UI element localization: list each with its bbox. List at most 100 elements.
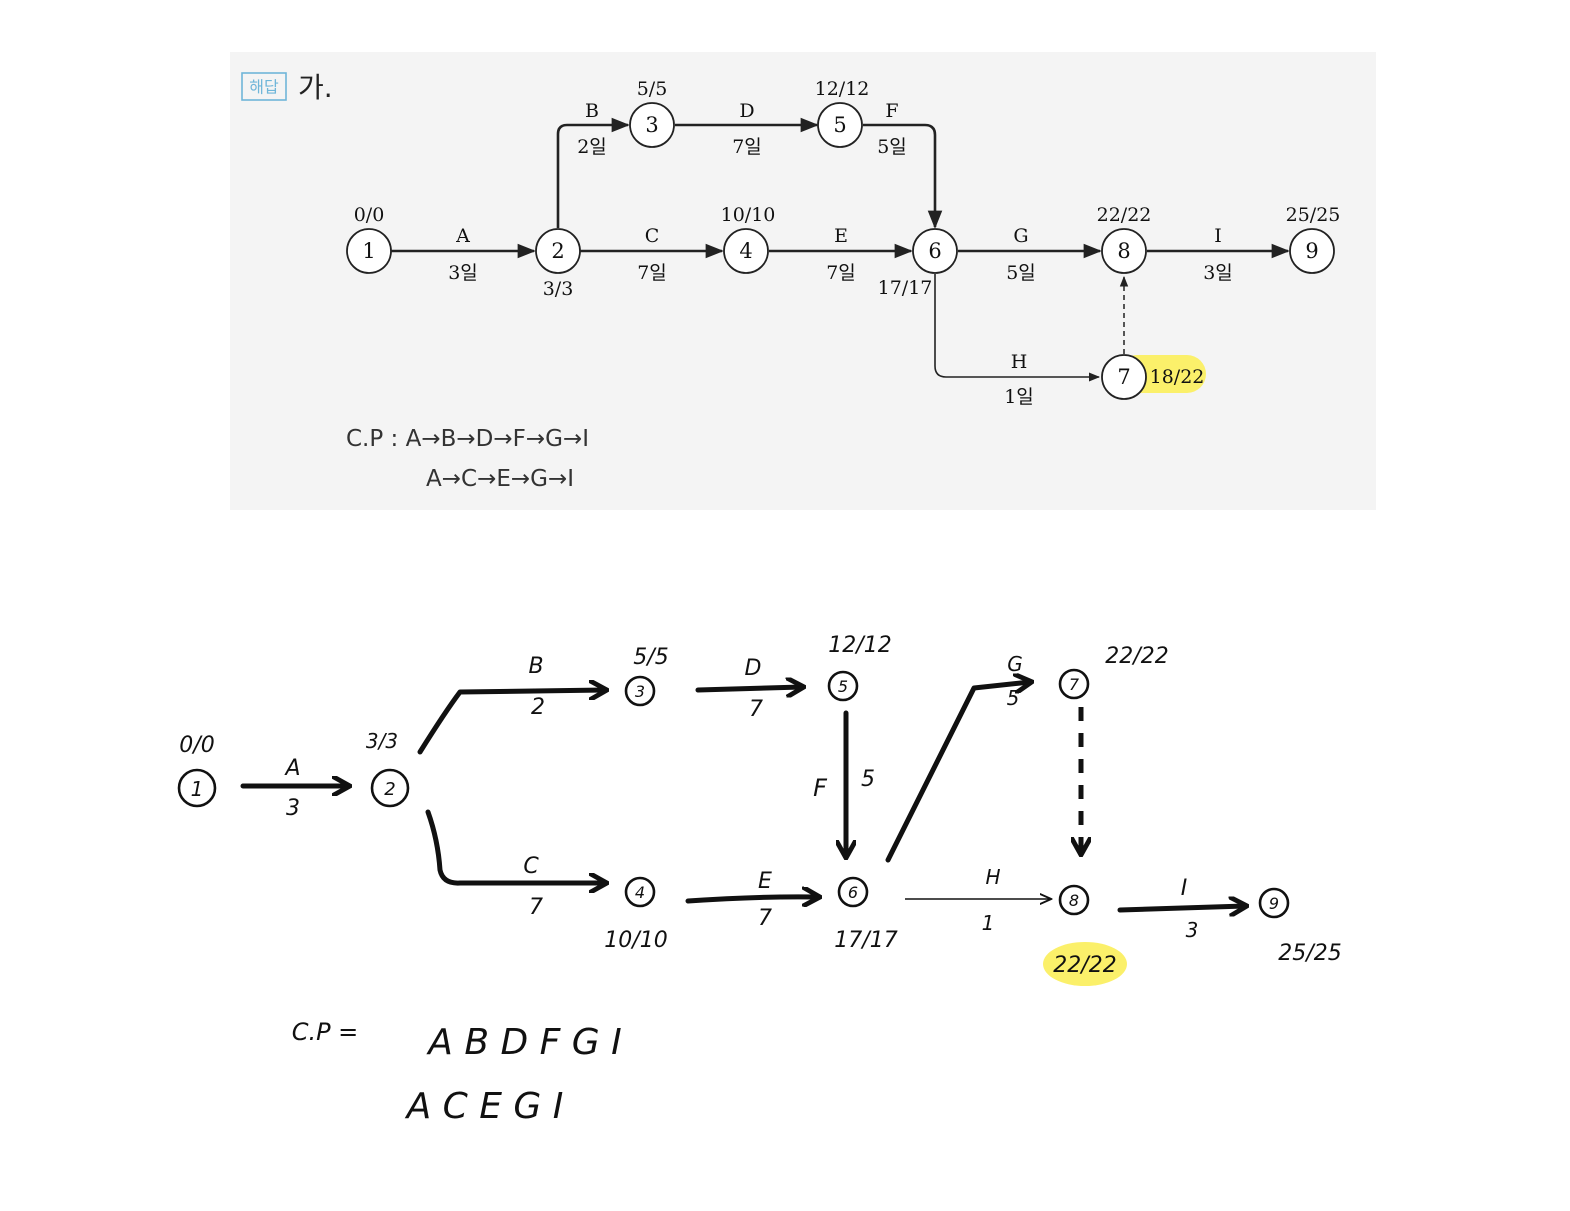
hw-edge-D-name: D [745, 656, 762, 681]
node-5: 5 [817, 102, 863, 148]
hw-node-7: 7 [1058, 668, 1090, 700]
node-9-time: 25/25 [1286, 204, 1341, 226]
edge-B [556, 117, 630, 228]
hw-node-9-time: 25/25 [1278, 941, 1341, 966]
hw-edge-F-name: F [813, 774, 828, 802]
edge-F [863, 123, 943, 229]
hw-edge-E-name: E [758, 869, 772, 894]
hw-edge-G-duration: 5 [1007, 686, 1020, 710]
edge-I-name: I [1214, 225, 1222, 247]
node-7-time: 18/22 [1150, 366, 1205, 388]
answer-label: 가. [298, 71, 333, 104]
hw-edge-A-name: A [283, 756, 300, 781]
node-7: 7 [1101, 354, 1147, 400]
svg-text:9: 9 [1269, 894, 1279, 913]
edge-G-name: G [1013, 225, 1028, 247]
svg-text:4: 4 [635, 883, 645, 902]
hw-edge-E [685, 897, 818, 901]
hw-edge-A-duration: 3 [286, 796, 300, 821]
printed-solution-panel: 해답 가. A 3일 B 2일 C 7일 D 7일 E 7일 F 5일 G 5일… [230, 52, 1376, 510]
edge-I-duration: 3일 [1203, 262, 1233, 284]
svg-text:4: 4 [739, 239, 752, 263]
svg-text:9: 9 [1305, 239, 1318, 263]
hw-node-1: 1 [177, 768, 217, 808]
node-3-time: 5/5 [637, 78, 668, 100]
hw-edge-C-name: C [523, 854, 539, 879]
hw-node-8-time: 22/22 [1053, 953, 1116, 978]
hw-critical-path-line-1: A B D F G I [426, 1022, 621, 1063]
hw-edge-H-name: H [985, 865, 1000, 889]
hw-node-6-time: 17/17 [834, 928, 897, 953]
node-6: 6 [912, 228, 958, 274]
hw-edge-D [695, 687, 802, 690]
answer-badge-text: 해답 [249, 78, 279, 97]
hw-node-2-time: 3/3 [366, 729, 398, 753]
node-4: 4 [723, 228, 769, 274]
handwritten-solution: A 3 B 2 C 7 D 7 E 7 F 5 G 5 H 1 I 3 1 2 … [177, 633, 1342, 1127]
hw-edge-I [1117, 906, 1245, 910]
edge-H-duration: 1일 [1004, 386, 1034, 408]
node-3: 3 [629, 102, 675, 148]
hw-edge-C [425, 809, 605, 883]
edge-F-duration: 5일 [877, 136, 907, 158]
hw-node-2: 2 [370, 768, 410, 808]
svg-text:3: 3 [645, 113, 658, 137]
hw-edge-G [885, 682, 1030, 863]
svg-text:3: 3 [635, 682, 645, 701]
svg-text:1: 1 [191, 777, 204, 801]
svg-text:5: 5 [833, 113, 846, 137]
node-1-time: 0/0 [354, 204, 385, 226]
hw-edge-C-duration: 7 [529, 895, 543, 920]
hw-critical-path-line-2: A C E G I [405, 1086, 564, 1127]
edge-E-name: E [834, 225, 848, 247]
hw-node-6: 6 [837, 876, 869, 908]
edge-D-duration: 7일 [732, 136, 762, 158]
svg-text:7: 7 [1117, 365, 1130, 389]
node-2: 2 [535, 228, 581, 274]
hw-critical-path-label: C.P = [292, 1018, 359, 1046]
hw-node-4-time: 10/10 [604, 928, 667, 953]
hw-node-8: 8 [1058, 884, 1090, 916]
svg-text:7: 7 [1069, 675, 1080, 694]
hw-node-5-time: 12/12 [828, 633, 891, 658]
svg-text:2: 2 [551, 239, 564, 263]
edge-C-name: C [645, 225, 660, 247]
critical-path-line-1: C.P : A→B→D→F→G→I [346, 426, 589, 452]
hw-node-3: 3 [624, 675, 656, 707]
svg-text:2: 2 [384, 779, 395, 800]
edge-H-name: H [1011, 351, 1028, 373]
edge-C-duration: 7일 [637, 262, 667, 284]
hw-edge-B [417, 690, 605, 755]
edge-F-name: F [885, 100, 898, 122]
hw-node-9: 9 [1258, 887, 1290, 919]
node-5-time: 12/12 [815, 78, 870, 100]
node-4-time: 10/10 [721, 204, 776, 226]
hw-highlight-node-8-time [1043, 942, 1127, 986]
node-6-time: 17/17 [878, 277, 933, 299]
node-1: 1 [346, 228, 392, 274]
node-2-time: 3/3 [543, 278, 574, 300]
hw-edge-G-name: G [1007, 652, 1023, 676]
hw-node-1-time: 0/0 [179, 733, 214, 758]
edge-H [934, 274, 1101, 382]
edge-A-duration: 3일 [448, 262, 478, 284]
edge-B-name: B [585, 100, 599, 122]
hw-edge-B-duration: 2 [531, 695, 545, 720]
svg-text:1: 1 [362, 239, 375, 263]
node-9: 9 [1289, 228, 1335, 274]
edge-A-name: A [455, 225, 470, 247]
edge-E-duration: 7일 [826, 262, 856, 284]
hw-node-3-time: 5/5 [633, 645, 668, 670]
hw-node-4: 4 [624, 876, 656, 908]
hw-edge-F-duration: 5 [861, 767, 875, 792]
svg-text:8: 8 [1069, 891, 1079, 910]
svg-text:5: 5 [838, 677, 848, 696]
hw-edge-I-name: I [1181, 876, 1188, 901]
hw-edge-E-duration: 7 [758, 906, 772, 931]
svg-text:8: 8 [1117, 239, 1130, 263]
edge-B-duration: 2일 [577, 136, 607, 158]
node-8: 8 [1101, 228, 1147, 274]
critical-path-line-2: A→C→E→G→I [426, 466, 574, 492]
hw-node-5: 5 [827, 670, 859, 702]
